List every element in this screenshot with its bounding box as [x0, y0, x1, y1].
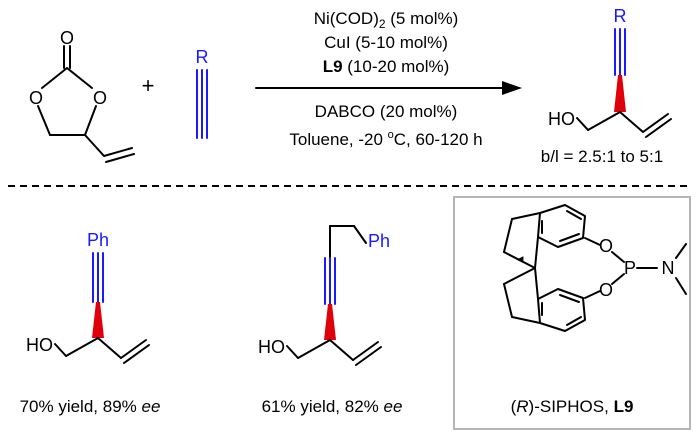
ligand-phosphorus: P	[624, 258, 636, 278]
siphos-ligand: ◀ O O P N (R)-SIPHOS, L9	[503, 204, 687, 416]
example-product-2: Ph HO 61% yield, 82% ee	[258, 225, 403, 416]
vinyl-ethylene-carbonate: O O O	[29, 28, 135, 163]
example-1-yield: 70% yield, 89% ee	[20, 397, 161, 416]
ligand-nitrogen: N	[662, 258, 675, 278]
ligand-caption: (R)-SIPHOS, L9	[511, 397, 634, 416]
spiro-stereocenter-marker: ◀	[517, 254, 524, 264]
example-1-wedge	[92, 302, 104, 338]
ligand-loading: L9 (10-20 mol%)	[323, 57, 450, 76]
ligand-oxygen-bottom: O	[599, 280, 613, 300]
example-2-wedge	[324, 304, 336, 340]
reaction-arrow	[255, 81, 522, 95]
example-1-hydroxyl: HO	[26, 335, 53, 355]
branched-linear-ratio: b/l = 2.5:1 to 5:1	[541, 147, 663, 166]
alkyne-r-label: R	[196, 47, 209, 67]
cocatalyst-copper: CuI (5-10 mol%)	[324, 33, 448, 52]
example-2-substituent: Ph	[368, 231, 390, 251]
base-dabco: DABCO (20 mol%)	[315, 102, 458, 121]
example-2-hydroxyl: HO	[258, 337, 285, 357]
carbonyl-oxygen: O	[60, 28, 74, 48]
terminal-alkyne: R	[196, 47, 209, 139]
ligand-box	[453, 196, 691, 430]
example-1-substituent: Ph	[87, 230, 109, 250]
stereo-wedge	[614, 75, 626, 112]
solvent-temperature-time: Toluene, -20 oC, 60-120 h	[289, 129, 482, 149]
conditions-above-arrow: Ni(COD)2 (5 mol%) CuI (5-10 mol%) L9 (10…	[314, 9, 459, 76]
branched-product: R HO b/l = 2.5:1 to 5:1	[541, 6, 672, 166]
ligand-oxygen-top: O	[599, 236, 613, 256]
conditions-below-arrow: DABCO (20 mol%) Toluene, -20 oC, 60-120 …	[289, 102, 482, 149]
catalyst-nickel: Ni(COD)2 (5 mol%)	[314, 9, 459, 31]
product-r-label: R	[614, 6, 627, 26]
example-product-1: Ph HO 70% yield, 89% ee	[20, 230, 161, 416]
ring-oxygen-left: O	[29, 88, 43, 108]
example-2-yield: 61% yield, 82% ee	[262, 397, 403, 416]
ring-oxygen-right: O	[93, 88, 107, 108]
product-hydroxyl: HO	[548, 109, 575, 129]
plus-sign: +	[142, 73, 155, 98]
